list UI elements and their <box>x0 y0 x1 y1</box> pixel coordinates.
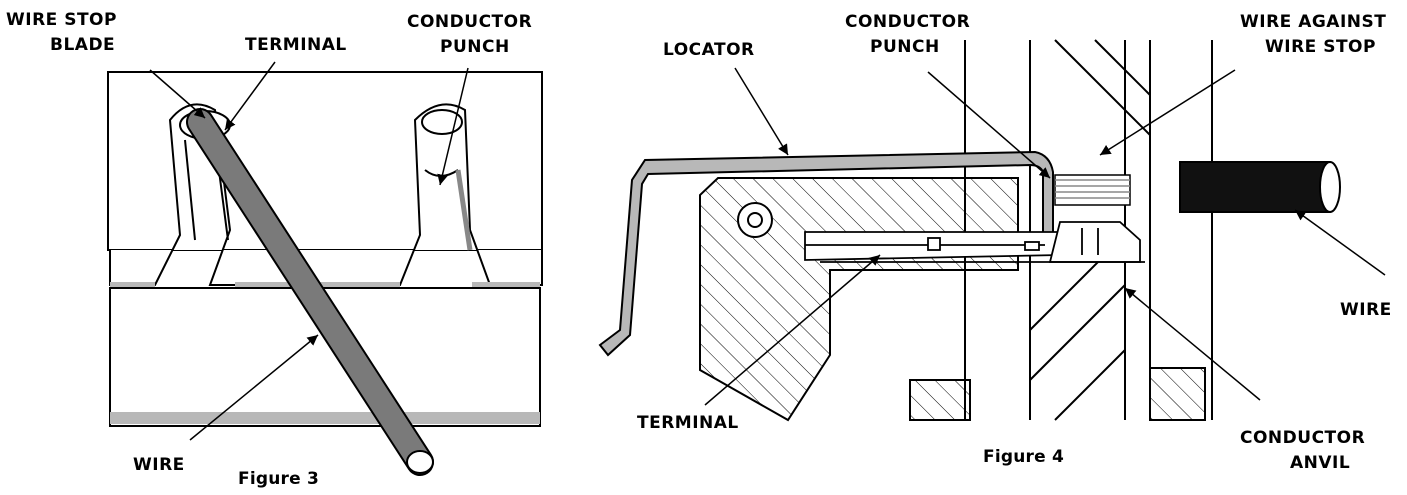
fig4-leader-conductor-punch <box>927 71 1051 179</box>
fig4-leader-wire <box>1294 209 1386 276</box>
fig4-label-conductor-punch-1: CONDUCTOR <box>845 12 970 32</box>
fig4-label-terminal: TERMINAL <box>637 413 739 433</box>
fig4-caption: Figure 4 <box>983 447 1064 467</box>
fig4-label-conductor-punch-2: PUNCH <box>870 37 940 57</box>
fig4-leader-terminal <box>704 254 881 406</box>
fig3-label-conductor-punch-2: PUNCH <box>440 37 510 57</box>
fig3-label-wire: WIRE <box>133 455 185 475</box>
fig4-terminal <box>804 221 1145 263</box>
fig4-wire <box>1054 161 1341 213</box>
fig3-label-wire-stop-blade-2: BLADE <box>50 35 115 55</box>
fig3-leader-wire <box>189 334 319 441</box>
fig3-wire <box>186 108 434 476</box>
figure-3: WIRE STOP BLADE TERMINAL CONDUCTOR PUNCH… <box>6 10 543 489</box>
fig4-label-conductor-anvil-2: ANVIL <box>1290 453 1350 473</box>
fig3-caption: Figure 3 <box>238 469 319 489</box>
fig3-shade-left <box>110 282 155 288</box>
fig4-leader-wire-against <box>1099 69 1236 156</box>
fig4-leader-conductor-anvil <box>1124 287 1261 401</box>
fig4-label-wire-against-2: WIRE STOP <box>1265 37 1376 57</box>
fig4-label-locator: LOCATOR <box>663 40 755 60</box>
fig4-label-wire: WIRE <box>1340 300 1392 320</box>
fig3-leader-conductor-punch <box>437 67 469 186</box>
fig3-conductor-punch <box>421 109 473 251</box>
fig3-leader-terminal <box>224 61 276 131</box>
fig4-label-wire-against-1: WIRE AGAINST <box>1240 12 1386 32</box>
fig3-label-conductor-punch-1: CONDUCTOR <box>407 12 532 32</box>
fig4-label-conductor-anvil-1: CONDUCTOR <box>1240 428 1365 448</box>
fig4-leader-locator <box>734 67 789 156</box>
figure-4: LOCATOR CONDUCTOR PUNCH WIRE AGAINST WIR… <box>598 12 1392 473</box>
fig3-upper-die <box>107 71 543 286</box>
fig4-lower-block <box>909 379 971 421</box>
fig3-leader-wire-stop-blade <box>149 69 206 119</box>
fig4-lower-block-right <box>1149 367 1206 421</box>
fig3-label-wire-stop-blade-1: WIRE STOP <box>6 10 117 30</box>
fig3-shade-right <box>472 282 540 288</box>
fig3-label-terminal: TERMINAL <box>245 35 347 55</box>
